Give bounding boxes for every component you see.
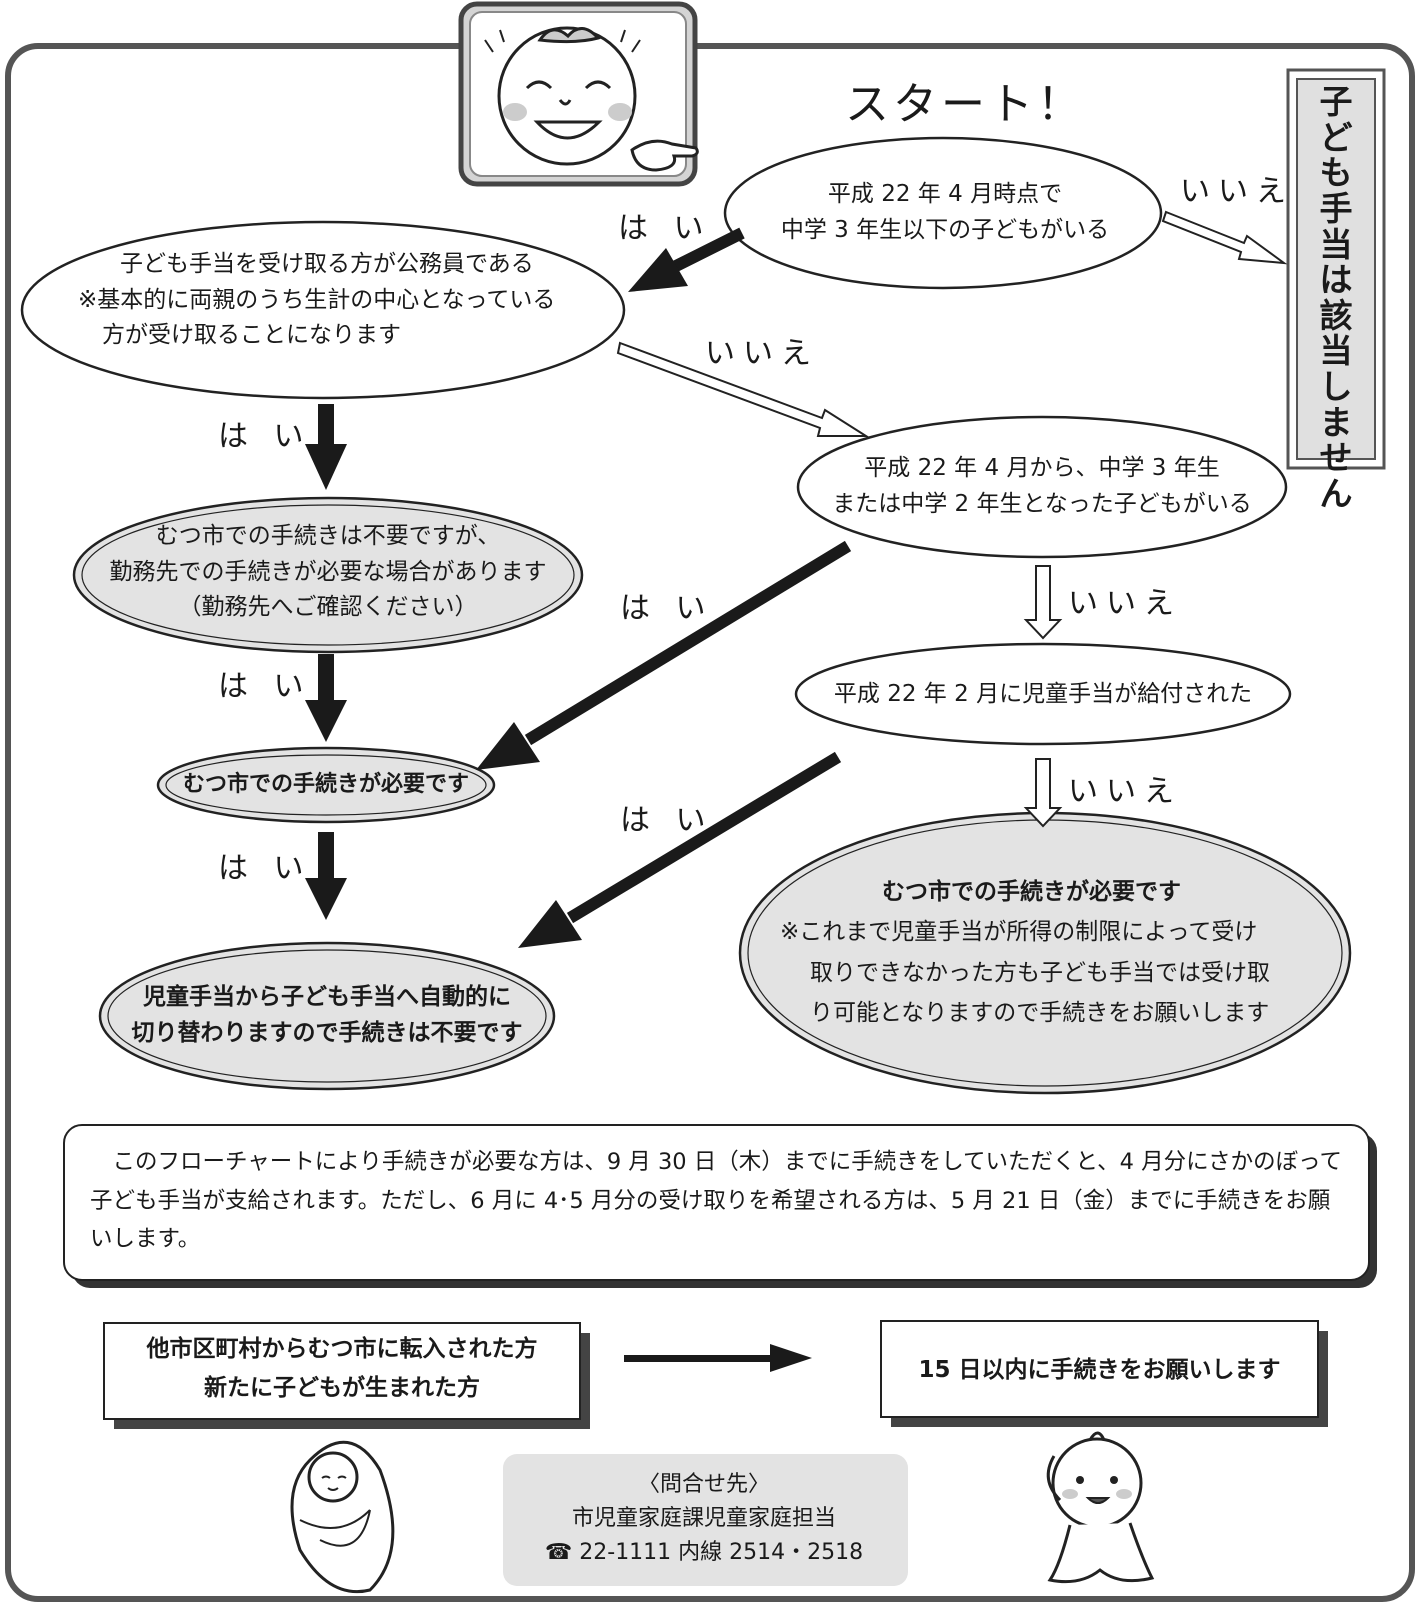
question-1-text: 平成 22 年 4 月時点で 中学 3 年生以下の子どもがいる [745,177,1145,248]
contact-info: 〈問合せ先〉 市児童家庭課児童家庭担当 ☎ 22-1111 内線 2514・25… [505,1468,903,1570]
result-auto-ellipse [98,941,556,1091]
question-4-text: 平成 22 年 2 月に児童手当が給付された [812,677,1274,713]
question-1-ellipse [723,136,1163,290]
transfer-right-text: 15 日以内に手続きをお願いします [918,1357,1281,1383]
question-2-line-1: 子ども手当を受け取る方が公務員である [120,251,534,277]
result-workplace-line-3: （勤務先へご確認ください） [178,594,478,621]
no-label-q3: いいえ [1068,586,1182,621]
note-paragraph: このフローチャートにより手続きが必要な方は、9 月 30 日（木）までに手続きを… [90,1149,1343,1253]
no-label-q2: いいえ [705,336,819,371]
result-workplace-line-1: むつ市での手続きは不要ですが、 [155,523,501,549]
contact-box [503,1454,908,1586]
question-1-line-2: 中学 3 年生以下の子どもがいる [780,216,1110,243]
yes-arrow-q2-workplace [305,404,347,490]
result-mutsu-ellipse [156,746,496,824]
yes-label-workplace: は い [218,669,312,704]
yes-arrow-q3-mutsu [476,540,852,770]
question-2-ellipse [20,220,626,400]
note-text: このフローチャートにより手続きが必要な方は、9 月 30 日（木）までに手続きを… [90,1143,1350,1259]
result-auto-line-1: 児童手当から子ども手当へ自動的に [143,984,511,1010]
yes-arrow-q1-q2 [628,227,745,292]
question-1-line-1: 平成 22 年 4 月時点で [827,181,1063,207]
question-3-ellipse [796,415,1288,559]
result-mutsu2-line-4: り可能となりますので手続きをお願いします [810,999,1270,1026]
transfer-left-line-1: 他市区町村からむつ市に転入された方 [146,1336,538,1362]
no-label-q4: いいえ [1068,774,1182,809]
transfer-right-box [880,1320,1319,1418]
no-arrow-q4-mutsu2 [1023,758,1063,828]
question-2-line-3: 方が受け取ることになります [102,322,401,349]
result-mutsu-text: むつ市での手続きが必要です [182,772,469,797]
question-3-line-1: 平成 22 年 4 月から、中学 3 年生 [864,455,1220,481]
yes-label-mutsu: は い [218,851,312,886]
yes-arrow-q4-auto [518,751,842,948]
result-workplace-line-2: 勤務先での手続きが必要な場合があります [109,558,547,585]
start-label: スタート！ [845,79,1085,130]
result-auto-line-2: 切り替わりますので手続きは不要です [131,1019,523,1046]
contact-title: 〈問合せ先〉 [637,1472,770,1497]
result-mutsu2-line-3: 取りできなかった方も子ども手当では受け取 [810,959,1270,986]
yes-label-q1: は い [618,211,712,246]
question-4-line-1: 平成 22 年 2 月に児童手当が給付された [833,681,1253,707]
question-4-ellipse [794,642,1292,746]
question-2-text: 子ども手当を受け取る方が公務員である ※基本的に両親のうち生計の中心となっている… [58,247,588,354]
result-mutsu2-line-2: ※これまで児童手当が所得の制限によって受け [780,919,1258,946]
not-applicable-label: 子ども手当は該当しません [1319,82,1353,513]
yes-arrow-mutsu-auto [305,832,347,920]
question-2-line-2: ※基本的に両親のうち生計の中心となっている [78,286,556,313]
result-mutsu2-heading: むつ市での手続きが必要です [882,879,1181,905]
yes-label-q4: は い [620,803,714,838]
result-mutsu2-text: むつ市での手続きが必要です ※これまで児童手当が所得の制限によって受け 取りでき… [770,872,1330,1033]
note-box [63,1124,1370,1281]
yes-label-q3: は い [620,591,714,626]
sitting-baby-icon [1046,1431,1155,1584]
mascot-face-icon [458,1,699,187]
yes-label-q2: は い [218,419,312,454]
result-auto-text: 児童手当から子ども手当へ自動的に 切り替わりますので手続きは不要です [118,980,536,1051]
transfer-left-line-2: 新たに子どもが生まれた方 [204,1375,480,1402]
yes-arrow-workplace-mutsu [305,654,347,742]
contact-phone: ☎ 22-1111 内線 2514・2518 [544,1540,864,1566]
no-arrow-q3-q4 [1023,565,1063,640]
transfer-left-box [103,1322,581,1420]
no-arrow-q2-q3 [616,341,870,437]
no-label-q1: いいえ [1180,174,1294,209]
result-workplace-text: むつ市での手続きは不要ですが、 勤務先での手続きが必要な場合があります （勤務先… [92,519,564,626]
transfer-left-text: 他市区町村からむつ市に転入された方 新たに子どもが生まれた方 [106,1330,578,1408]
question-3-text: 平成 22 年 4 月から、中学 3 年生 または中学 2 年生となった子どもが… [812,451,1272,522]
result-workplace-ellipse [72,496,584,654]
question-3-line-2: または中学 2 年生となった子どもがいる [832,490,1252,517]
transfer-arrow [624,1344,812,1372]
swaddled-baby-icon [290,1440,395,1594]
contact-dept: 市児童家庭課児童家庭担当 [571,1506,836,1532]
no-arrow-q1-na [1161,210,1288,265]
